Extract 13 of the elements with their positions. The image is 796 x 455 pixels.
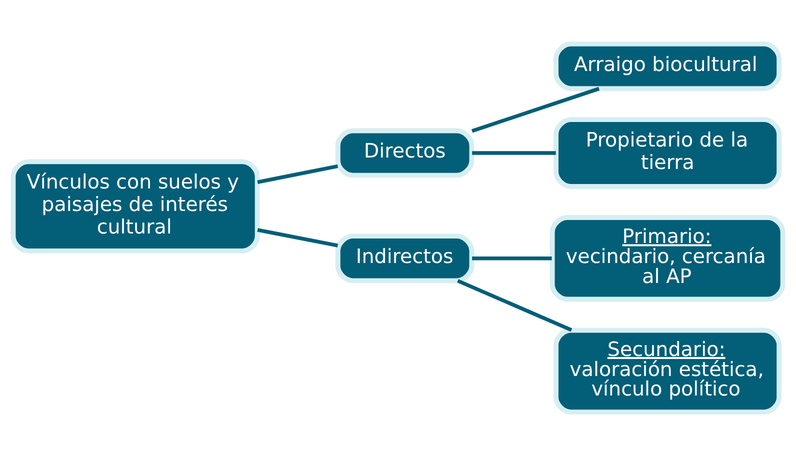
connector	[471, 86, 600, 132]
node-box: Primario: vecindario, cercanía al AP	[550, 214, 786, 302]
connector	[257, 164, 338, 184]
node-box: Vínculos con suelos y paisajes de interés cultural	[10, 158, 260, 253]
node-box: Directos	[335, 128, 474, 178]
node-box: Propietario de la tierra	[554, 116, 782, 188]
node-box: Indirectos	[335, 233, 474, 283]
connector	[257, 228, 338, 247]
node-box: Secundario: valoración estética, vínculo político	[554, 327, 782, 414]
connector	[472, 150, 556, 154]
connector	[472, 256, 552, 260]
connector	[457, 278, 572, 332]
node-box: Arraigo biocultural	[554, 40, 782, 91]
